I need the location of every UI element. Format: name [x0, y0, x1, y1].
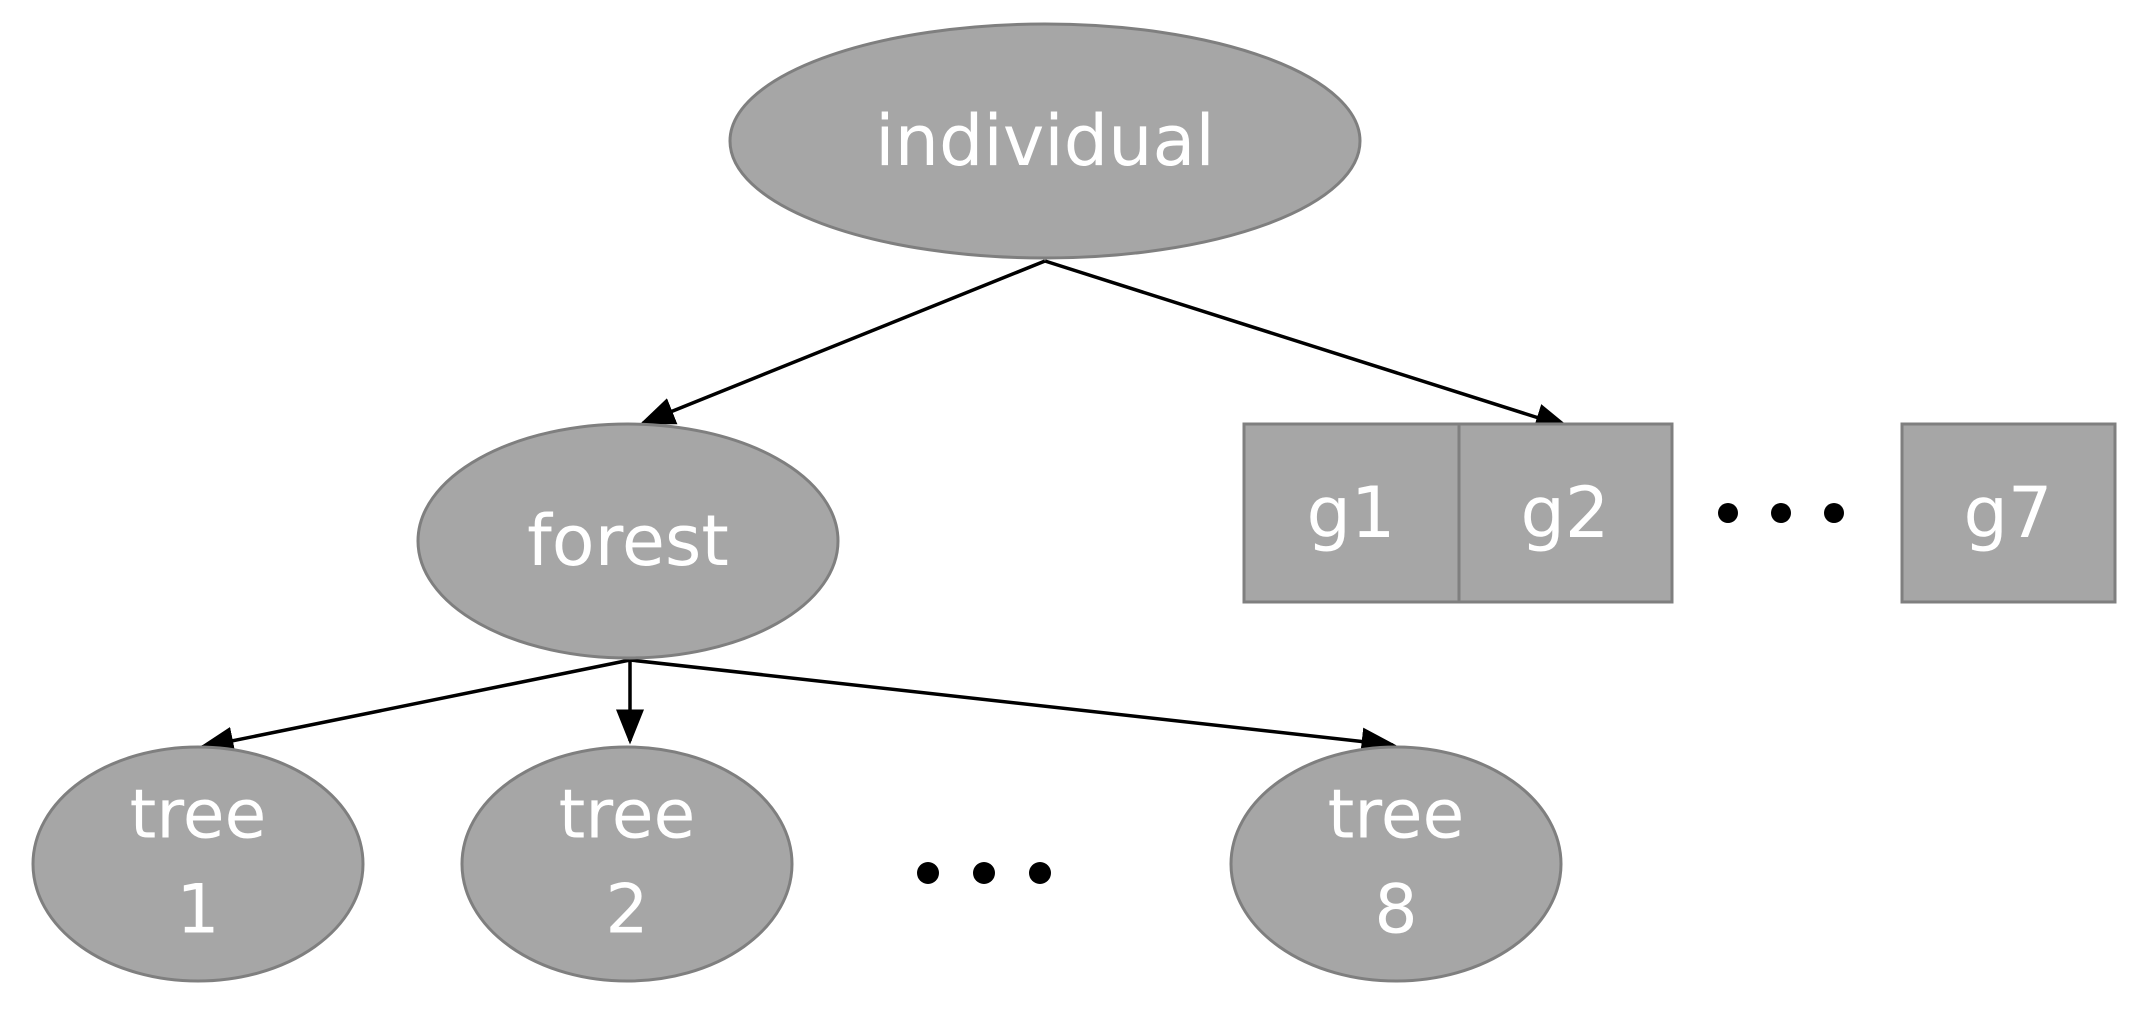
- node-tree-2: tree 2: [460, 745, 794, 983]
- tree-1-label-line1: tree: [130, 776, 267, 855]
- tree-2-ellipse: [460, 745, 794, 983]
- node-g1: g1: [1242, 422, 1461, 604]
- forest-label: forest: [527, 500, 729, 582]
- node-individual: individual: [728, 22, 1362, 260]
- edge-forest-to-tree-1: [198, 658, 631, 755]
- tree-8-label-line2: 8: [1374, 871, 1417, 950]
- tree-8-ellipse: [1229, 745, 1563, 983]
- individual-label: individual: [875, 100, 1215, 182]
- tree-1-label-line2: 1: [176, 871, 219, 950]
- node-g7: g7: [1900, 422, 2117, 604]
- tree-2-label-line2: 2: [605, 871, 648, 950]
- forest-ellipse: [416, 422, 840, 660]
- gene-ellipsis: [1718, 503, 1844, 523]
- tree-ellipsis-dot: [973, 862, 995, 884]
- tree-2-label-line1: tree: [559, 776, 696, 855]
- edge-forest-to-tree-8: [629, 658, 1397, 756]
- tree-ellipsis-dot: [1029, 862, 1051, 884]
- g2-box: [1457, 422, 1674, 604]
- tree-ellipsis-dot: [917, 862, 939, 884]
- node-tree-1: tree 1: [31, 745, 365, 983]
- gene-ellipsis-dot: [1718, 503, 1738, 523]
- node-forest: forest: [416, 422, 840, 660]
- node-tree-8: tree 8: [1229, 745, 1563, 983]
- tree-8-label-line1: tree: [1328, 776, 1465, 855]
- g1-box: [1242, 422, 1461, 604]
- g7-box: [1900, 422, 2117, 604]
- gene-ellipsis-dot: [1771, 503, 1791, 523]
- tree-ellipsis: [917, 862, 1051, 884]
- edge-individual-to-g2: [1044, 259, 1571, 431]
- individual-ellipse: [728, 22, 1362, 260]
- g1-label: g1: [1307, 472, 1396, 554]
- tree-1-ellipse: [31, 745, 365, 983]
- g2-label: g2: [1521, 472, 1610, 554]
- edge-individual-to-forest: [639, 259, 1046, 425]
- node-g2: g2: [1457, 422, 1674, 604]
- g7-label: g7: [1964, 472, 2053, 554]
- gene-ellipsis-dot: [1824, 503, 1844, 523]
